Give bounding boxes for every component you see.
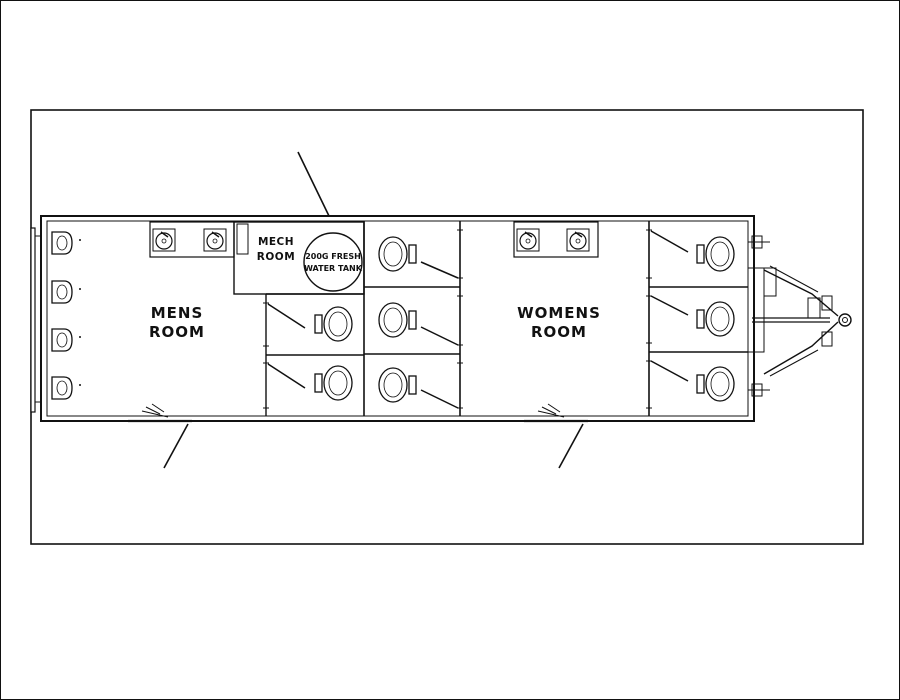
leader-line-top xyxy=(297,151,330,217)
womens-stalls xyxy=(646,221,748,416)
womens-room-label: WOMENS xyxy=(517,304,601,322)
urinals xyxy=(51,231,82,400)
mens-room-label: MENS xyxy=(151,304,204,322)
rear-bumper xyxy=(30,227,41,413)
tank-label: 200G FRESH xyxy=(305,252,361,261)
water-tank xyxy=(303,232,363,292)
mens-room-label-2: ROOM xyxy=(149,323,205,341)
mech-room-label: MECH xyxy=(258,236,294,248)
womens-room-label-2: ROOM xyxy=(531,323,587,341)
trailer-hitch xyxy=(747,235,852,397)
womens-entry-door xyxy=(524,403,588,469)
tank-label-2: WATER TANK xyxy=(304,264,363,273)
mens-entry-door xyxy=(128,403,192,469)
womens-sink-counter xyxy=(513,221,599,258)
mens-stalls xyxy=(263,221,463,416)
mech-room-label-2: ROOM xyxy=(257,251,295,263)
mens-sink-counter xyxy=(149,221,235,258)
